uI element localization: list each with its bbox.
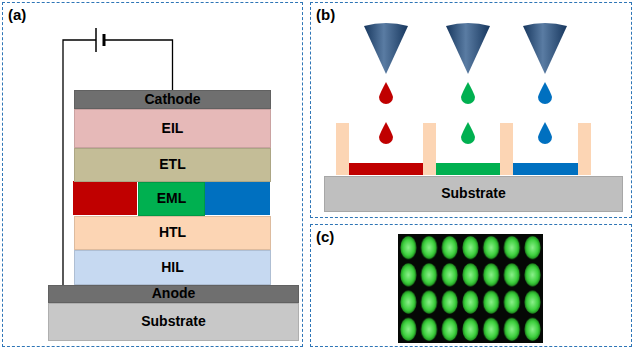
red-emitter: [73, 181, 137, 215]
panel-label: (a): [8, 7, 26, 24]
bank-walls: [336, 123, 591, 175]
substrate-layer: Substrate: [324, 176, 623, 212]
layer-label: Substrate: [441, 186, 506, 201]
panel-frame: (a) CathodeEIL ETL EML HTL HIL AnodeSubstrate: [2, 2, 303, 347]
eil-layer: EIL: [74, 109, 271, 148]
battery-gap: [96, 34, 105, 46]
pixel-photo: [398, 234, 543, 343]
battery-plate: [95, 28, 97, 52]
panel-frame: (b) Substrate: [310, 2, 632, 218]
battery-plate: [103, 34, 106, 46]
layer-label: EML: [157, 191, 187, 206]
ink-droplets: [379, 82, 552, 144]
panel-label: (b): [316, 7, 335, 24]
panel-label: (c): [316, 229, 334, 246]
panel-frame: (c): [310, 224, 632, 347]
etl-layer: ETL: [74, 148, 271, 182]
layer-label: Anode: [152, 286, 196, 301]
layer-label: HIL: [161, 260, 184, 275]
htl-layer: HTL: [74, 216, 271, 250]
layer-label: Cathode: [145, 92, 201, 107]
substrate-layer: Substrate: [48, 303, 299, 341]
eml-layer: EML: [138, 182, 205, 216]
layer-label: ETL: [159, 157, 185, 172]
layer-label: HTL: [159, 225, 186, 240]
layer-label: Substrate: [141, 314, 206, 329]
cathode-layer: Cathode: [74, 90, 271, 109]
layer-label: EIL: [162, 121, 184, 136]
blue-emitter: [204, 181, 270, 215]
hil-layer: HIL: [74, 250, 271, 285]
anode-layer: Anode: [48, 285, 299, 303]
nozzle-cones: [364, 23, 567, 74]
printed-films: [349, 163, 578, 175]
